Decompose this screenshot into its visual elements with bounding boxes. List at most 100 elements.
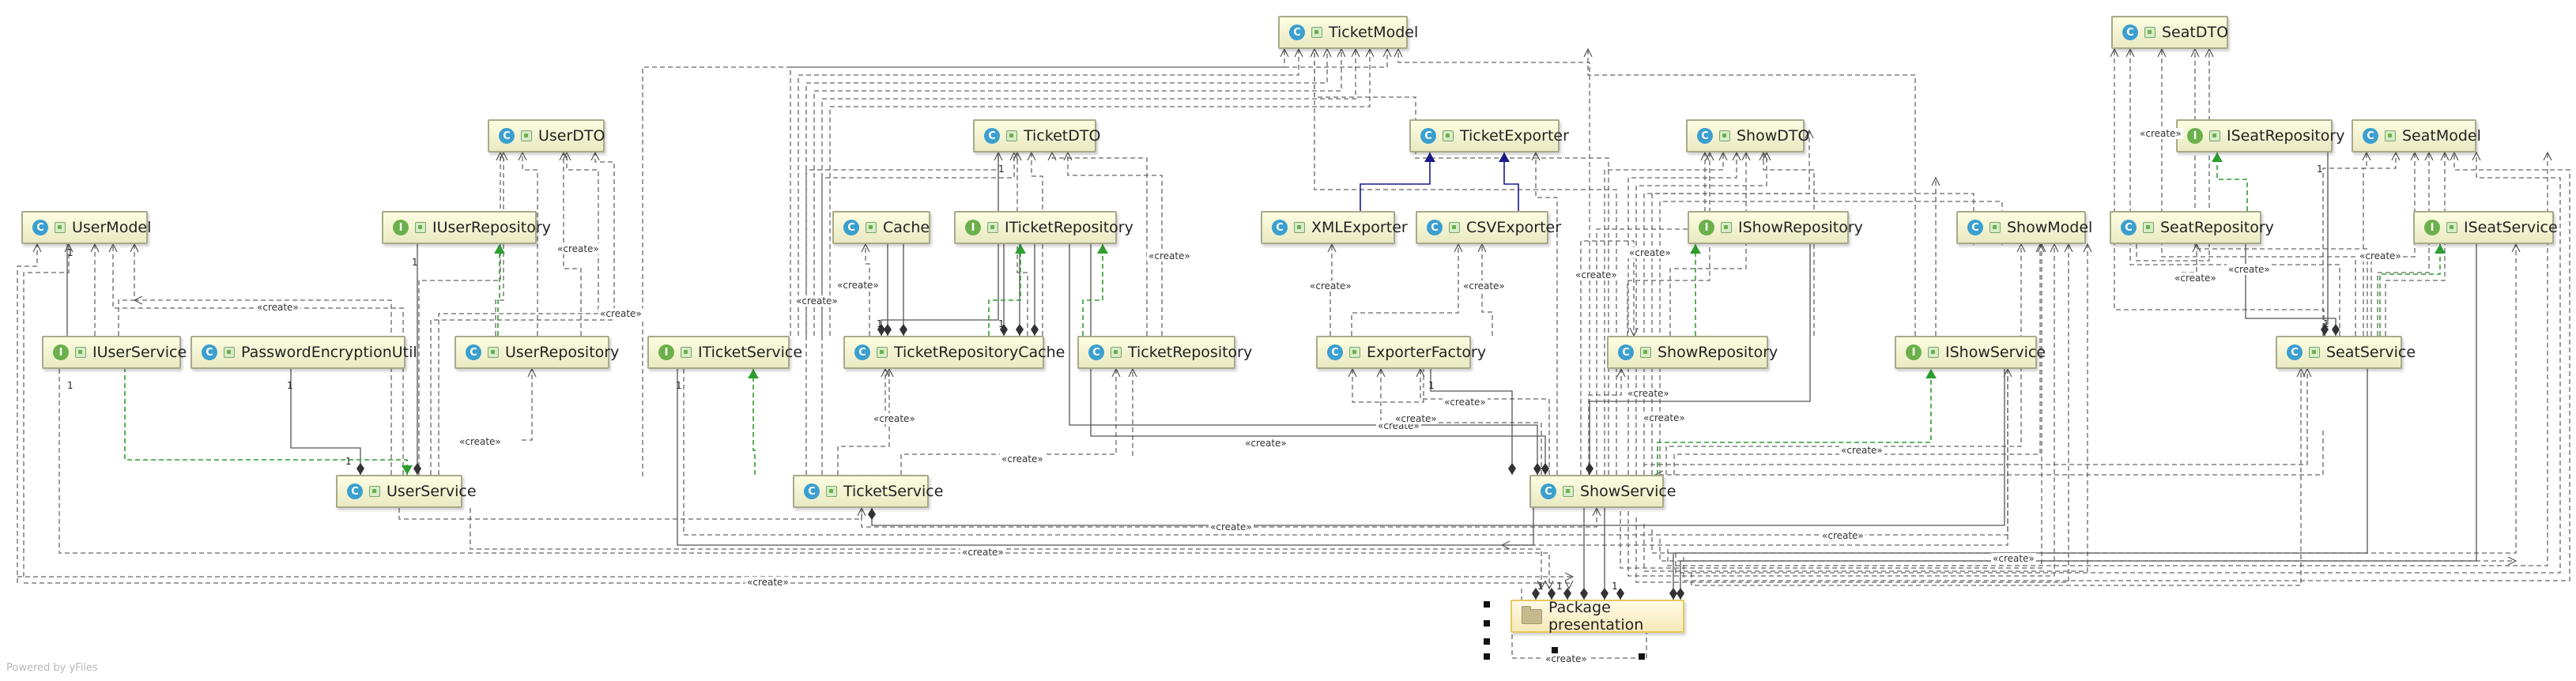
- public-visibility-icon: [1928, 347, 1939, 358]
- public-visibility-icon: [681, 347, 692, 358]
- dependency-line: [1763, 152, 1815, 336]
- public-visibility-icon: [488, 347, 499, 358]
- dependency-line: [1620, 244, 2042, 569]
- dependency-line: [134, 300, 392, 475]
- package-presentation[interactable]: Package presentation: [1511, 599, 1684, 634]
- association-line: [1586, 244, 1811, 475]
- multiplicity-label: 1: [412, 257, 418, 268]
- interface-iticket-service[interactable]: I ITicketService: [647, 336, 802, 369]
- dependency-line: [1627, 244, 2054, 577]
- create-label: «create»: [1991, 553, 2036, 564]
- class-show-repository[interactable]: C ShowRepository: [1607, 336, 1778, 369]
- interface-iticket-repository[interactable]: I ITicketRepository: [954, 211, 1133, 244]
- class-user-dto[interactable]: C UserDTO: [488, 119, 605, 152]
- class-ticket-repository-cache[interactable]: C TicketRepositoryCache: [843, 336, 1065, 369]
- public-visibility-icon: [1640, 347, 1651, 358]
- public-visibility-icon: [826, 486, 837, 497]
- public-visibility-icon: [2144, 27, 2155, 38]
- create-label: «create»: [1544, 653, 1589, 664]
- class-name: XMLExporter: [1311, 219, 1408, 236]
- class-password-encryption-util[interactable]: C PasswordEncryptionUtil: [190, 336, 417, 369]
- dependency-line: [1627, 152, 1737, 475]
- class-show-service[interactable]: C ShowService: [1529, 475, 1676, 508]
- dependency-line: [24, 583, 1569, 589]
- resize-handle[interactable]: [1484, 653, 1490, 660]
- class-ticket-model[interactable]: C TicketModel: [1278, 16, 1418, 49]
- public-visibility-icon: [1719, 130, 1730, 141]
- interface-icon: I: [393, 220, 409, 235]
- dependency-line: [522, 152, 538, 336]
- class-name: ExporterFactory: [1367, 344, 1487, 361]
- resize-handle[interactable]: [1484, 638, 1490, 645]
- resize-handle[interactable]: [1639, 653, 1645, 660]
- public-visibility-icon: [2309, 347, 2320, 358]
- dependency-line: [2182, 244, 2197, 273]
- class-name: UserDTO: [538, 127, 605, 145]
- class-cache[interactable]: C Cache: [832, 211, 930, 244]
- class-user-repository[interactable]: C UserRepository: [454, 336, 619, 369]
- multiplicity-label: 1: [998, 164, 1005, 175]
- public-visibility-icon: [1006, 130, 1017, 141]
- create-label: «create»: [2227, 264, 2272, 275]
- public-visibility-icon: [2385, 130, 2396, 141]
- multiplicity-label: 1: [998, 318, 1005, 329]
- interface-iseat-repository[interactable]: I ISeatRepository: [2176, 119, 2344, 152]
- multiplicity-label: 1: [1612, 581, 1618, 592]
- class-seat-service[interactable]: C SeatService: [2276, 336, 2416, 369]
- inheritance-line: [1499, 152, 1519, 211]
- class-name: TicketRepositoryCache: [894, 344, 1065, 361]
- class-user-service[interactable]: C UserService: [336, 475, 477, 508]
- association-line: [1069, 244, 1541, 475]
- class-name: TicketRepository: [1128, 344, 1253, 361]
- class-seat-dto[interactable]: C SeatDTO: [2111, 16, 2228, 49]
- class-icon: C: [1289, 24, 1305, 40]
- dependency-line: [2162, 49, 2356, 336]
- class-icon: C: [1088, 344, 1104, 360]
- interface-ishow-repository[interactable]: I IShowRepository: [1688, 211, 1863, 244]
- class-exporter-factory[interactable]: C ExporterFactory: [1316, 336, 1486, 369]
- class-name: ISeatRepository: [2227, 127, 2345, 145]
- class-seat-model[interactable]: C SeatModel: [2352, 119, 2481, 152]
- class-ticket-service[interactable]: C TicketService: [793, 475, 943, 508]
- multiplicity-label: 1: [67, 247, 74, 258]
- resize-handle[interactable]: [1484, 601, 1490, 608]
- class-icon: C: [1618, 344, 1634, 360]
- association-line: [2245, 244, 2340, 336]
- resize-handle[interactable]: [1552, 647, 1558, 653]
- interface-iuser-repository[interactable]: I IUserRepository: [382, 211, 551, 244]
- class-name: SeatDTO: [2162, 24, 2229, 41]
- interface-ticket-exporter[interactable]: C TicketExporter: [1409, 119, 1569, 152]
- interface-iuser-service[interactable]: I IUserService: [42, 336, 187, 369]
- dependency-line: [2195, 49, 2368, 336]
- class-seat-repository[interactable]: C SeatRepository: [2110, 211, 2274, 244]
- class-icon: C: [32, 220, 48, 235]
- class-ticket-repository[interactable]: C TicketRepository: [1077, 336, 1252, 369]
- public-visibility-icon: [877, 347, 888, 358]
- class-name: UserService: [387, 483, 477, 500]
- class-icon: C: [2122, 24, 2138, 40]
- dependency-line: [1482, 244, 1493, 336]
- class-show-model[interactable]: C ShowModel: [1956, 211, 2092, 244]
- class-ticket-dto[interactable]: C TicketDTO: [973, 119, 1100, 152]
- create-label: «create»: [1642, 412, 1687, 423]
- class-name: ITicketService: [698, 344, 803, 361]
- dependency-line: [1667, 152, 2548, 566]
- class-user-model[interactable]: C UserModel: [21, 211, 151, 244]
- inheritance-line: [1360, 152, 1435, 211]
- dependency-line: [564, 152, 582, 336]
- multiplicity-label: 1: [1556, 581, 1563, 592]
- class-icon: C: [984, 128, 1000, 144]
- interface-iseat-service[interactable]: I ISeatService: [2413, 211, 2558, 244]
- class-csv-exporter[interactable]: C CSVExporter: [1416, 211, 1561, 244]
- multiplicity-label: 1: [1428, 380, 1435, 391]
- interface-ishow-service[interactable]: I IShowService: [1895, 336, 2046, 369]
- resize-handle[interactable]: [1484, 620, 1490, 626]
- dependency-line: [1502, 369, 2008, 545]
- class-xml-exporter[interactable]: C XMLExporter: [1261, 211, 1408, 244]
- class-show-dto[interactable]: C ShowDTO: [1686, 119, 1809, 152]
- public-visibility-icon: [1563, 486, 1574, 497]
- dependency-line: [805, 49, 1327, 336]
- realization-line: [748, 369, 759, 475]
- class-name: ShowRepository: [1658, 344, 1778, 361]
